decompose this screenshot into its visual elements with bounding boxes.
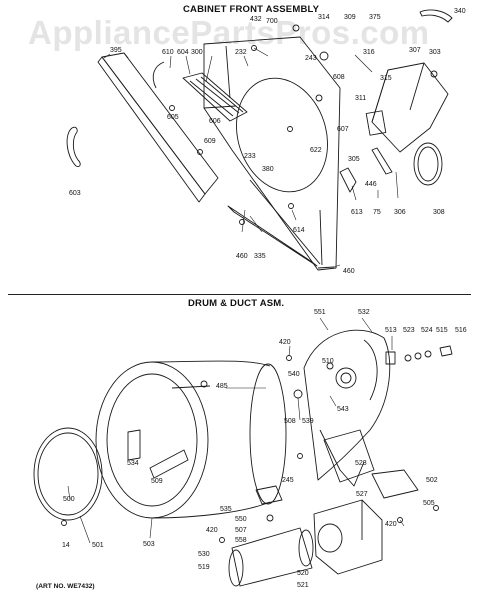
part-label: 308 [433, 209, 445, 216]
part-label: 603 [69, 190, 81, 197]
part-label: 420 [385, 521, 397, 528]
door-handle [66, 126, 81, 167]
part-label: 395 [110, 47, 122, 54]
part-label: 500 [63, 496, 75, 503]
part-label: 507 [235, 527, 247, 534]
heater-assembly [228, 527, 314, 587]
part-label: 305 [348, 156, 360, 163]
part-label: 524 [421, 327, 433, 334]
part-label: 610 [162, 49, 174, 56]
part-label: 551 [314, 309, 326, 316]
part-label: 340 [454, 8, 466, 15]
drum-duct-title: DRUM & DUCT ASM. [188, 298, 285, 309]
part-label: 307 [409, 47, 421, 54]
part-label: 523 [403, 327, 415, 334]
part-label: 528 [355, 460, 367, 467]
part-label: 532 [358, 309, 370, 316]
part-label: 604 [177, 49, 189, 56]
part-label: 505 [423, 500, 435, 507]
part-label: 558 [235, 537, 247, 544]
part-label: 609 [204, 138, 216, 145]
blower-housing [313, 499, 383, 575]
part-label: 503 [143, 541, 155, 548]
part-label: 509 [151, 478, 163, 485]
part-label: 335 [254, 253, 266, 260]
part-label: 311 [355, 95, 367, 102]
part-label: 508 [284, 418, 296, 425]
part-label: 315 [380, 75, 392, 82]
part-label: 75 [373, 209, 381, 216]
part-label: 520 [297, 570, 309, 577]
part-label: 614 [293, 227, 305, 234]
part-label: 550 [235, 516, 247, 523]
part-label: 232 [235, 49, 247, 56]
part-label: 501 [92, 542, 104, 549]
part-label: 540 [288, 371, 300, 378]
lint-filter [182, 72, 248, 122]
part-label: 521 [297, 582, 309, 589]
part-label: 303 [429, 49, 441, 56]
part-label: 606 [209, 118, 221, 125]
part-label: 527 [356, 491, 368, 498]
part-label: 245 [282, 477, 294, 484]
door-panel [97, 52, 219, 203]
part-label: 380 [262, 166, 274, 173]
part-label: 243 [305, 55, 317, 62]
part-label: 233 [244, 153, 256, 160]
part-label: 375 [369, 14, 381, 21]
art-number: (ART NO. WE7432) [36, 583, 95, 590]
part-label: 515 [436, 327, 448, 334]
part-label: 502 [426, 477, 438, 484]
part-label: 309 [344, 14, 356, 21]
part-label: 622 [310, 147, 322, 154]
part-label: 300 [191, 49, 203, 56]
part-label: 316 [363, 49, 375, 56]
part-label: 530 [198, 551, 210, 558]
part-label: 420 [206, 527, 218, 534]
part-label: 14 [62, 542, 70, 549]
front-cabinet [203, 36, 341, 271]
rear-bracket [365, 62, 449, 153]
part-label: 432 [250, 16, 262, 23]
part-label: 605 [167, 114, 179, 121]
drum [95, 360, 287, 519]
part-label: 306 [394, 209, 406, 216]
watermark: AppliancePartsPros.com [28, 14, 430, 51]
drum-front-ring [33, 427, 103, 521]
part-label: 534 [127, 460, 139, 467]
part-label: 446 [365, 181, 377, 188]
thermostat-245 [255, 485, 283, 505]
section-divider [8, 294, 471, 295]
part-label: 516 [455, 327, 467, 334]
part-label: 460 [343, 268, 355, 275]
part-label: 314 [318, 14, 330, 21]
door-seal-ring [413, 142, 443, 186]
part-label: 608 [333, 74, 345, 81]
part-label: 613 [351, 209, 363, 216]
part-label: 513 [385, 327, 397, 334]
rear-bulkhead [303, 329, 391, 487]
part-label: 420 [279, 339, 291, 346]
part-label: 510 [322, 358, 334, 365]
cabinet-front-title: CABINET FRONT ASSEMBLY [183, 4, 320, 15]
part-label: 485 [216, 383, 228, 390]
part-label: 535 [220, 506, 232, 513]
part-label: 519 [198, 564, 210, 571]
part-label: 460 [236, 253, 248, 260]
part-label: 607 [337, 126, 349, 133]
part-label: 539 [302, 418, 314, 425]
part-label: 700 [266, 18, 278, 25]
part-label: 543 [337, 406, 349, 413]
